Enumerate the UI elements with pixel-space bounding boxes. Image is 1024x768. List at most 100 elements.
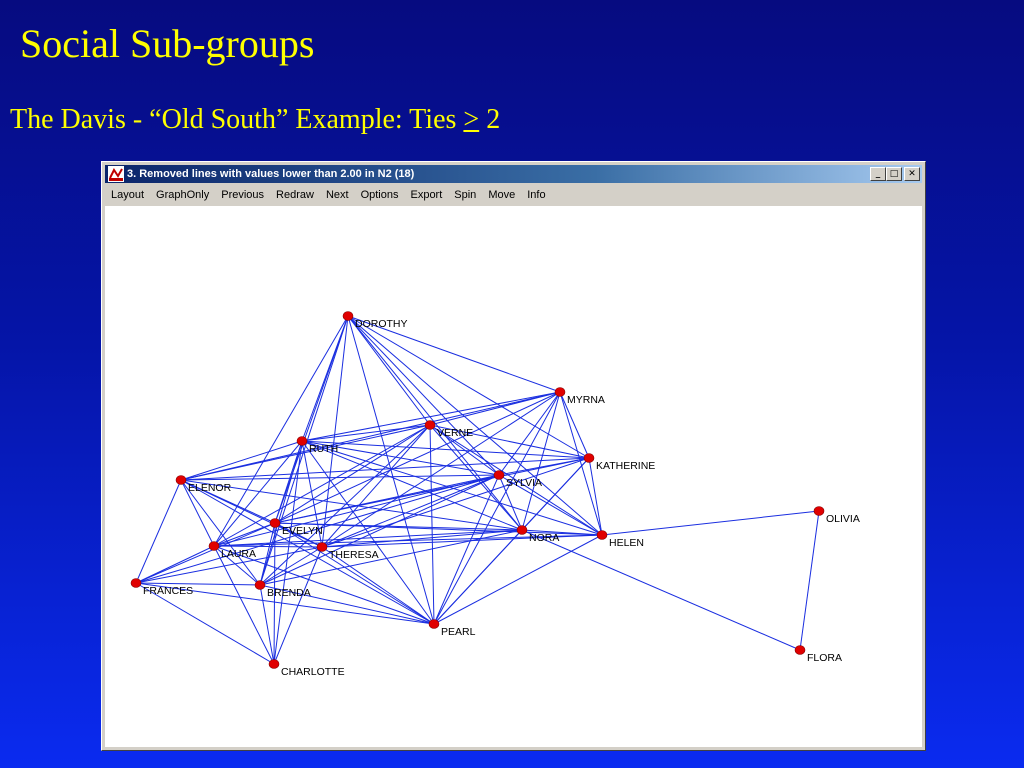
node-pearl[interactable]: PEARL <box>428 619 476 639</box>
menu-move[interactable]: Move <box>488 189 516 201</box>
node-katherine[interactable]: KATHERINE <box>583 453 655 473</box>
node-marker[interactable] <box>516 525 528 535</box>
window-titlebar[interactable]: 3. Removed lines with values lower than … <box>105 165 922 183</box>
edge-nora-laura <box>213 529 523 547</box>
node-charlotte[interactable]: CHARLOTTE <box>268 659 345 679</box>
edge-nora-theresa <box>321 529 523 548</box>
edge-frances-brenda <box>135 582 261 586</box>
node-frances[interactable]: FRANCES <box>130 578 193 598</box>
edge-ruth-theresa <box>301 440 323 548</box>
node-sylvia[interactable]: SYLVIA <box>493 470 542 490</box>
edge-nora-flora <box>521 529 801 651</box>
node-marker[interactable] <box>130 578 142 588</box>
edge-evelyn-frances <box>135 522 276 584</box>
node-marker[interactable] <box>794 645 806 655</box>
edge-katherine-elenor <box>180 457 590 481</box>
node-marker[interactable] <box>424 420 436 430</box>
node-nora[interactable]: NORA <box>516 525 559 545</box>
edge-dorothy-ruth <box>301 315 349 442</box>
window-title: 3. Removed lines with values lower than … <box>127 168 415 180</box>
edge-myrna-theresa <box>321 391 561 548</box>
graph-canvas[interactable]: DOROTHY MYRNA VERNE RUTH KATHERINE SYLVIA ELEN… <box>105 206 922 747</box>
menu-graphonly[interactable]: GraphOnly <box>156 189 210 201</box>
edge-sylvia-theresa <box>321 474 500 548</box>
menu-redraw[interactable]: Redraw <box>276 189 314 201</box>
node-verne[interactable]: VERNE <box>424 420 473 440</box>
edge-myrna-elenor <box>180 391 561 481</box>
node-label: SYLVIA <box>506 477 542 489</box>
node-marker[interactable] <box>813 506 825 516</box>
node-helen[interactable]: HELEN <box>596 530 644 550</box>
minimize-button[interactable]: _ <box>870 167 886 181</box>
menu-layout[interactable]: Layout <box>111 189 145 201</box>
edge-brenda-charlotte <box>259 584 275 665</box>
edge-evelyn-brenda <box>259 522 276 586</box>
node-laura[interactable]: LAURA <box>208 541 256 561</box>
menu-spin[interactable]: Spin <box>454 189 477 201</box>
node-label: KATHERINE <box>596 460 655 472</box>
edge-helen-laura <box>213 534 603 547</box>
edge-frances-pearl <box>135 582 435 625</box>
edge-myrna-katherine <box>559 391 590 459</box>
node-marker[interactable] <box>596 530 608 540</box>
edge-helen-pearl <box>433 534 603 625</box>
menu-previous[interactable]: Previous <box>221 189 265 201</box>
node-label: HELEN <box>609 537 644 549</box>
node-dorothy[interactable]: DOROTHY <box>342 311 408 331</box>
edge-verne-nora <box>429 424 523 531</box>
node-flora[interactable]: FLORA <box>794 645 842 665</box>
edge-katherine-helen <box>588 457 603 536</box>
node-theresa[interactable]: THERESA <box>316 542 379 562</box>
node-marker[interactable] <box>208 541 220 551</box>
node-ruth[interactable]: RUTH <box>296 436 338 456</box>
node-brenda[interactable]: BRENDA <box>254 580 311 600</box>
edge-theresa-brenda <box>259 546 323 586</box>
menu-bar: Layout GraphOnly Previous Redraw Next Op… <box>105 185 922 205</box>
subtitle-value: 2 <box>479 104 501 135</box>
edge-verne-ruth <box>301 424 431 442</box>
node-marker[interactable] <box>254 580 266 590</box>
node-myrna[interactable]: MYRNA <box>554 387 605 407</box>
node-marker[interactable] <box>342 311 354 321</box>
edge-sylvia-nora <box>498 474 523 531</box>
edges-group <box>135 315 820 665</box>
node-marker[interactable] <box>316 542 328 552</box>
edge-ruth-brenda <box>259 440 303 586</box>
node-label: RUTH <box>309 443 338 455</box>
menu-next[interactable]: Next <box>325 189 349 201</box>
subtitle-operator: > <box>463 104 480 135</box>
edge-dorothy-nora <box>347 315 523 531</box>
node-marker[interactable] <box>554 387 566 397</box>
menu-options[interactable]: Options <box>360 189 399 201</box>
close-button[interactable]: ✕ <box>904 167 920 181</box>
pajek-app-icon[interactable] <box>108 166 124 182</box>
edge-helen-olivia <box>601 510 820 536</box>
node-label: OLIVIA <box>826 513 860 525</box>
edge-theresa-frances <box>135 546 323 584</box>
node-olivia[interactable]: OLIVIA <box>813 506 860 526</box>
node-marker[interactable] <box>175 475 187 485</box>
node-marker[interactable] <box>493 470 505 480</box>
maximize-button[interactable]: □ <box>886 167 902 181</box>
node-evelyn[interactable]: EVELYN <box>269 518 323 538</box>
node-marker[interactable] <box>269 518 281 528</box>
node-label: FRANCES <box>143 585 193 597</box>
node-marker[interactable] <box>583 453 595 463</box>
edge-katherine-theresa <box>321 457 590 548</box>
close-icon: ✕ <box>908 169 916 179</box>
edge-frances-charlotte <box>135 582 275 665</box>
edge-verne-katherine <box>429 424 590 459</box>
edge-ruth-nora <box>301 440 523 531</box>
edge-sylvia-helen <box>498 474 603 536</box>
menu-info[interactable]: Info <box>527 189 546 201</box>
node-marker[interactable] <box>428 619 440 629</box>
edge-verne-helen <box>429 424 603 536</box>
edge-myrna-pearl <box>433 391 561 625</box>
menu-export[interactable]: Export <box>410 189 443 201</box>
edge-elenor-brenda <box>180 479 261 586</box>
edge-myrna-helen <box>559 391 603 536</box>
node-elenor[interactable]: ELENOR <box>175 475 232 495</box>
node-marker[interactable] <box>268 659 280 669</box>
node-marker[interactable] <box>296 436 308 446</box>
edge-ruth-helen <box>301 440 603 536</box>
